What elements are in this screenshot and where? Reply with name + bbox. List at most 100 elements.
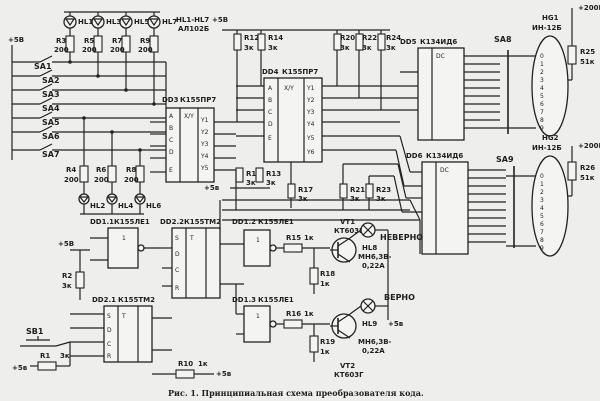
button-sb1[interactable]: SB1 bbox=[20, 327, 71, 347]
svg-text:Y4: Y4 bbox=[306, 121, 315, 128]
lamp-hl8: HL8 МН6,3В- 0,22А НЕВЕРНО bbox=[349, 222, 423, 270]
resistor-r15-name: R15 bbox=[286, 234, 301, 242]
svg-text:A: A bbox=[268, 85, 273, 92]
resistor-r12-name: R12 bbox=[244, 34, 259, 42]
switch-sa9[interactable]: SA9 bbox=[496, 155, 515, 248]
hg2-digit-0: 0 bbox=[540, 173, 544, 180]
resistor-r11-value: 3к bbox=[246, 179, 256, 187]
supply-plus5-mid: +5в bbox=[204, 184, 220, 192]
resistor-r4-value: 200 bbox=[64, 176, 79, 184]
resistor-r19-name: R19 bbox=[320, 338, 335, 346]
chip-dd4-type: К155ПР7 bbox=[282, 68, 318, 76]
lamp-hl9-name: HL9 bbox=[362, 320, 377, 328]
chip-dd5-dc: DC bbox=[436, 53, 445, 60]
resistor-r24-value: 3к bbox=[386, 44, 396, 52]
chip-dd4-xy: X/Y bbox=[284, 85, 294, 92]
switch-sa1[interactable]: SA1 bbox=[34, 62, 52, 71]
svg-text:D: D bbox=[169, 149, 174, 156]
svg-text:Y6: Y6 bbox=[306, 149, 315, 156]
resistor-r1-name: R1 bbox=[40, 352, 50, 360]
indicator-hg2: HG2 ИН-12Б 0 1 2 3 4 5 6 7 8 9 +200В R26… bbox=[506, 134, 600, 257]
resistor-r8-name: R8 bbox=[126, 166, 136, 174]
switch-sa3[interactable]: SA3 bbox=[42, 90, 60, 99]
hg2-digit-1: 1 bbox=[540, 181, 544, 188]
svg-text:R: R bbox=[107, 353, 111, 360]
hg2-digit-8: 8 bbox=[540, 237, 544, 244]
resistor-r6-value: 200 bbox=[94, 176, 109, 184]
svg-text:R: R bbox=[175, 285, 179, 292]
hg1-digit-0: 0 bbox=[540, 53, 544, 60]
led-bank-bottom: R4 200 HL2 R6 200 HL4 R8 200 HL6 bbox=[64, 118, 161, 215]
resistor-r1-value: 3к bbox=[60, 352, 70, 360]
transistor-vt1-type: КТ603Г bbox=[334, 227, 364, 235]
svg-text:Y3: Y3 bbox=[306, 109, 315, 116]
resistor-r26-name: R26 bbox=[580, 164, 595, 172]
svg-text:1: 1 bbox=[256, 237, 260, 244]
resistor-r2: R2 3к bbox=[62, 250, 85, 300]
supply-plus5-r10: +5в bbox=[216, 370, 232, 378]
hg1-digit-5: 5 bbox=[540, 93, 544, 100]
indicator-hg2-type: ИН-12Б bbox=[532, 144, 562, 152]
resistor-r23-name: R23 bbox=[376, 186, 391, 194]
resistor-r4-name: R4 bbox=[66, 166, 76, 174]
switch-sa2[interactable]: SA2 bbox=[42, 76, 60, 85]
svg-text:Y3: Y3 bbox=[200, 141, 209, 148]
resistor-r9: R9 200 bbox=[138, 28, 159, 104]
led-type: АЛ102Б bbox=[178, 25, 209, 33]
switch-sa5[interactable]: SA5 bbox=[42, 118, 60, 127]
chip-dd12-name: DD1.2 bbox=[232, 218, 256, 226]
hg1-digit-6: 6 bbox=[540, 101, 544, 108]
svg-text:1: 1 bbox=[122, 235, 126, 242]
led-hl2: HL2 bbox=[90, 202, 105, 210]
hg1-digit-8: 8 bbox=[540, 117, 544, 124]
resistor-r2-value: 3к bbox=[62, 282, 72, 290]
switch-sa8[interactable]: SA8 bbox=[494, 35, 512, 134]
switch-sa4[interactable]: SA4 bbox=[42, 104, 60, 113]
resistor-r1: +5в R1 3к bbox=[12, 342, 71, 372]
chip-dd6-type: К134ИД6 bbox=[426, 152, 463, 160]
svg-text:E: E bbox=[169, 167, 173, 174]
hg1-digit-7: 7 bbox=[540, 109, 544, 116]
resistor-r19-value: 1к bbox=[320, 348, 330, 356]
hg2-digits: 0 1 2 3 4 5 6 7 8 9 bbox=[540, 173, 544, 252]
resistor-r12-value: 3к bbox=[244, 44, 254, 52]
hg2-digit-5: 5 bbox=[540, 213, 544, 220]
supply-plus200-hg1: +200В bbox=[578, 4, 600, 12]
resistor-r7-name: R7 bbox=[112, 37, 122, 45]
resistor-r10: R10 1к +5в bbox=[152, 360, 232, 379]
transistor-vt2-name: VT2 bbox=[340, 362, 355, 370]
resistor-r17-name: R17 bbox=[298, 186, 313, 194]
chip-dd3-type: К155ПР7 bbox=[180, 96, 216, 104]
resistor-r20-name: R20 bbox=[340, 34, 355, 42]
indicator-hg1: HG1 ИН-12Б 0 1 2 3 4 5 6 7 8 9 +200В R25… bbox=[500, 4, 600, 137]
lamp-hl9-type2: 0,22А bbox=[362, 347, 385, 355]
chip-dd5: DD5 К134ИД6 DC bbox=[400, 38, 500, 141]
svg-text:Y5: Y5 bbox=[200, 165, 209, 172]
led-hl6: HL6 bbox=[146, 202, 161, 210]
resistor-r20-value: 3к bbox=[340, 44, 350, 52]
transistor-vt1: VT1 КТ603Г bbox=[330, 218, 364, 263]
resistor-r17: R17 3к bbox=[287, 162, 313, 208]
switch-bank: SA1 SA2 SA3 SA4 SA5 SA6 SA7 bbox=[12, 55, 166, 159]
resistor-r2-name: R2 bbox=[62, 272, 72, 280]
dd6-pullups: R21 3к R23 3к bbox=[280, 164, 410, 211]
svg-text:C: C bbox=[107, 341, 111, 348]
resistor-r16-name: R16 bbox=[286, 310, 301, 318]
switch-sa6[interactable]: SA6 bbox=[42, 132, 60, 141]
chip-dd12-type: К155ЛЕ1 bbox=[258, 218, 294, 226]
svg-text:Y2: Y2 bbox=[306, 97, 315, 104]
resistor-r13-name: R13 bbox=[266, 170, 281, 178]
switch-sa7[interactable]: SA7 bbox=[42, 150, 60, 159]
svg-text:Y4: Y4 bbox=[200, 153, 209, 160]
chip-dd6: DD6 К134ИД6 DC bbox=[343, 135, 506, 255]
svg-text:S: S bbox=[107, 313, 111, 320]
indicator-hg1-type: ИН-12Б bbox=[532, 24, 562, 32]
chip-dd5-name: DD5 bbox=[400, 38, 417, 46]
lamp-hl8-name: HL8 bbox=[362, 244, 377, 252]
supply-plus5-lamp: +5в bbox=[388, 320, 404, 328]
chip-dd4: DD4 К155ПР7 X/Y A B C D E Y1 Y2 Y3 Y4 Y5… bbox=[236, 68, 400, 163]
hg1-digit-3: 3 bbox=[540, 77, 544, 84]
chip-dd21-type: К155ТМ2 bbox=[118, 296, 155, 304]
resistor-r16: R16 1к bbox=[283, 310, 330, 329]
